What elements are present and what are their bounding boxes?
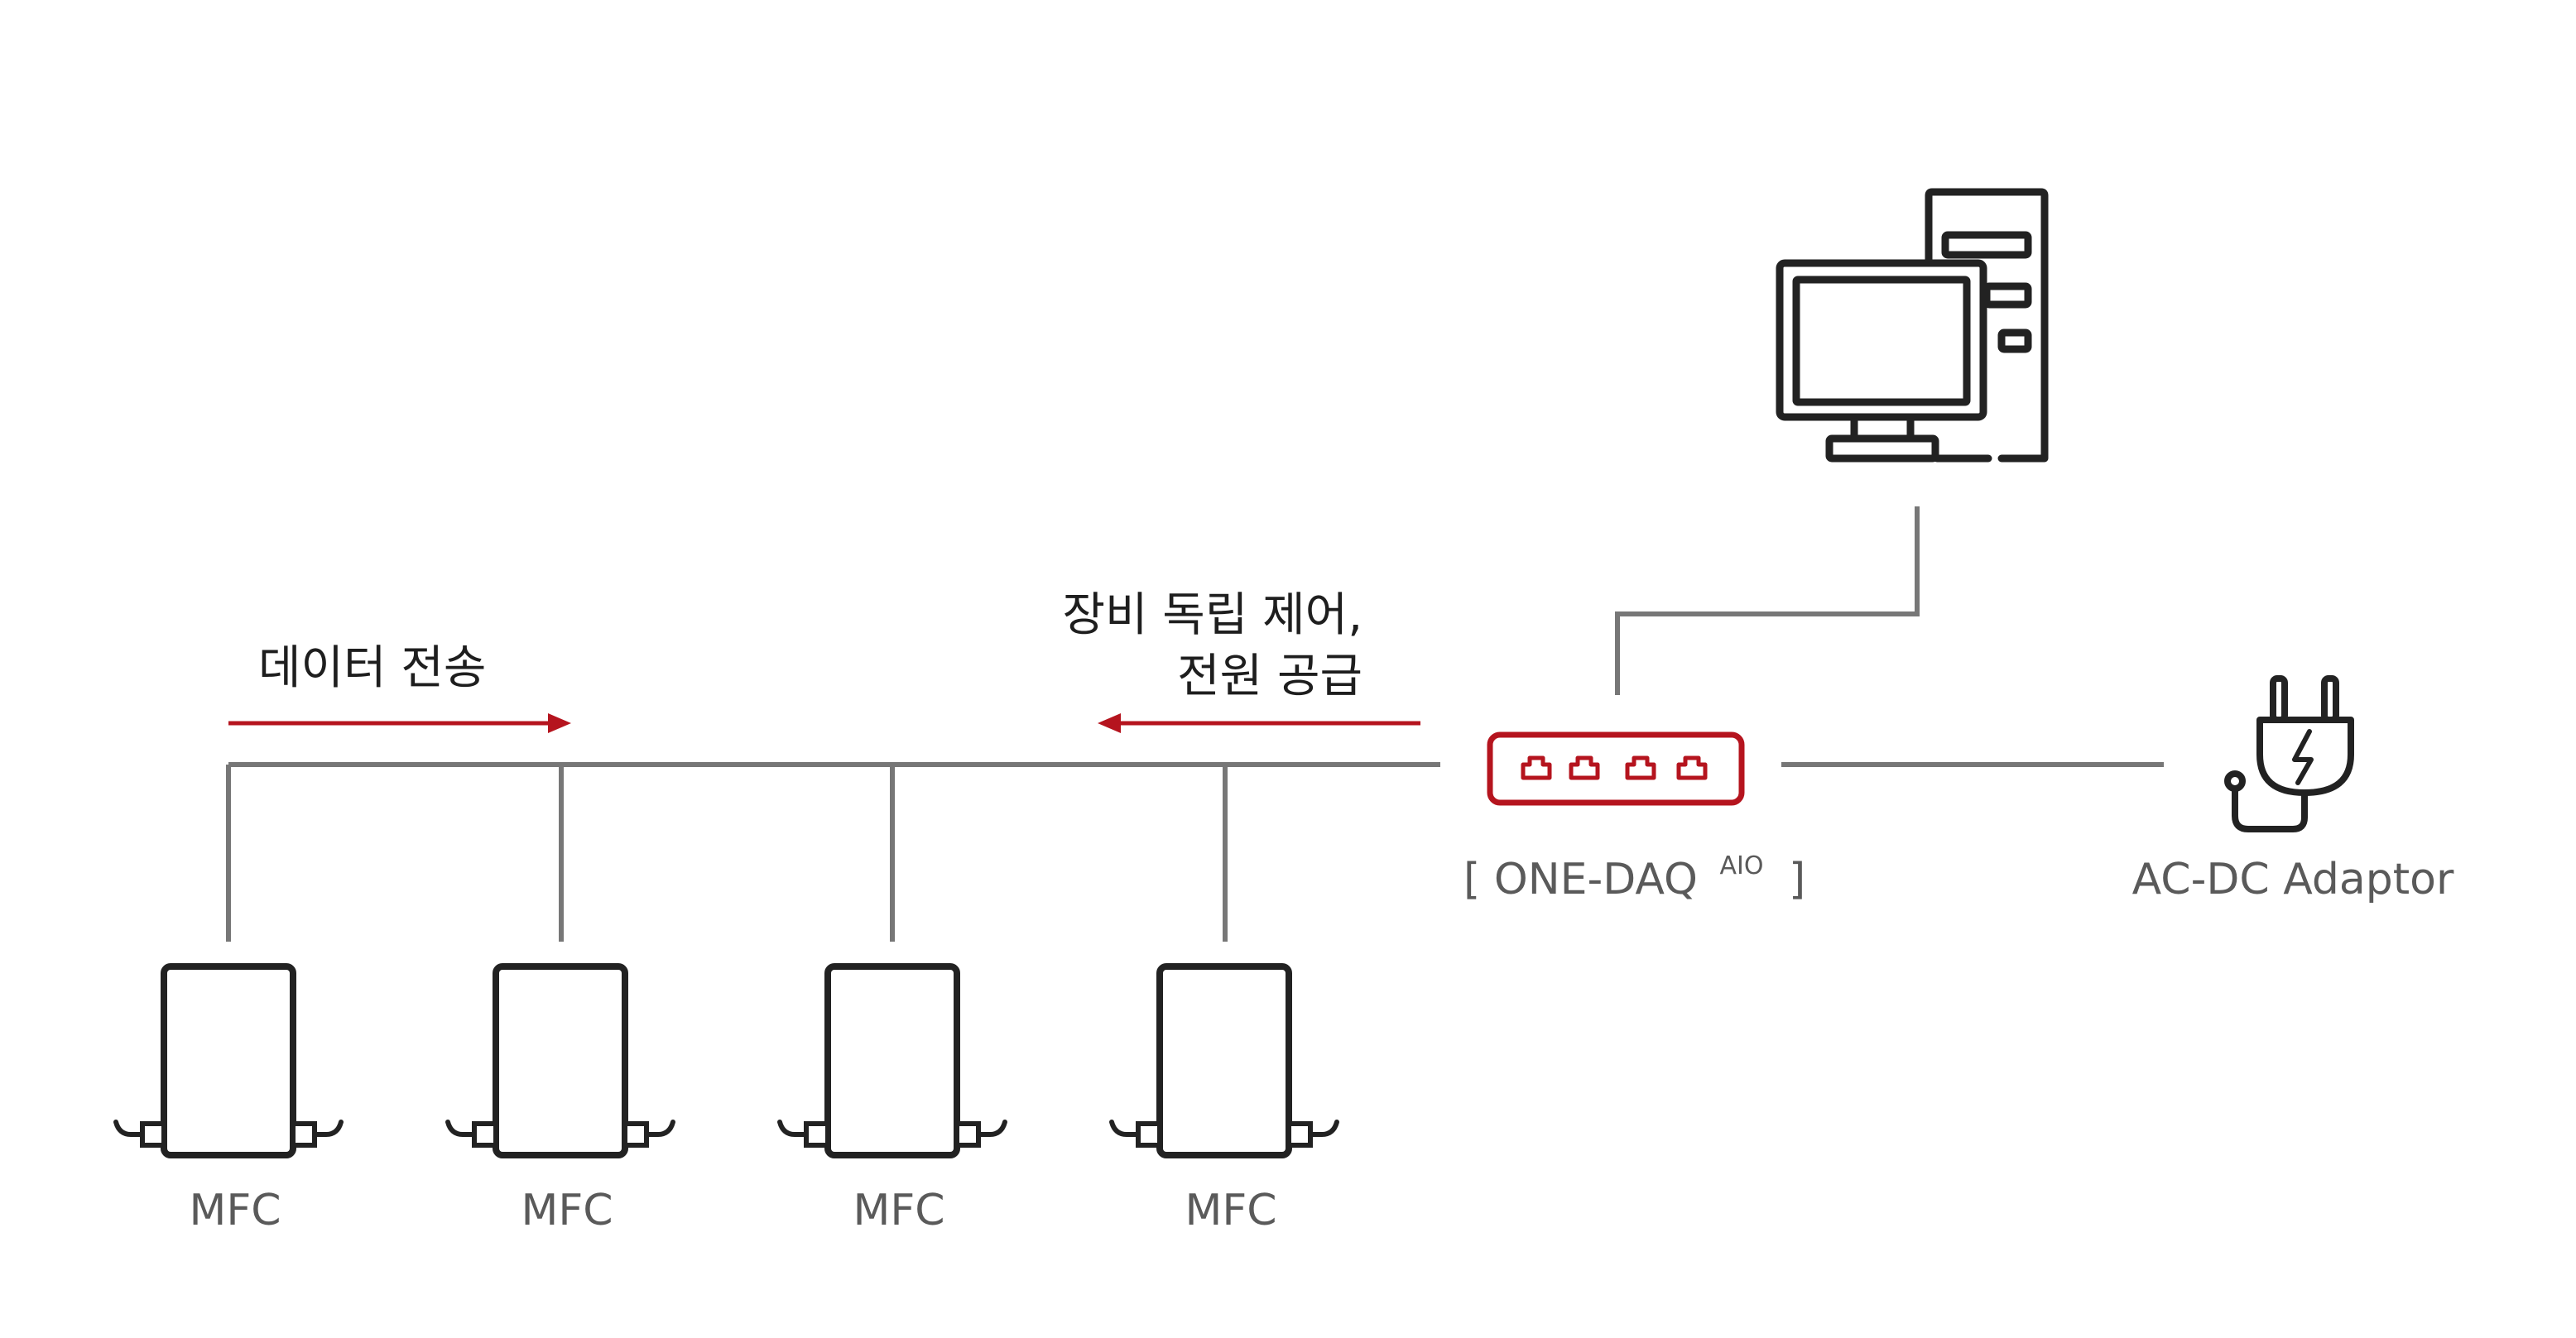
data-transfer-label: 데이터 전송 (258, 641, 486, 695)
computer-to-hub-line (1615, 506, 1920, 695)
mfc-device-icon: MFC (1109, 963, 1339, 1235)
mfc-inlet-pipe (445, 1120, 477, 1137)
mfc-outlet-fitting (1286, 1121, 1313, 1148)
control-label-line1: 장비 독립 제어, (1062, 588, 1362, 642)
mfc-outlet-pipe (976, 1120, 1007, 1137)
mfc-outlet-pipe (312, 1120, 344, 1137)
mfc-inlet-fitting (472, 1121, 498, 1148)
mfc-body (1156, 963, 1292, 1158)
hub-port-3-icon (1625, 755, 1656, 780)
mfc-label: MFC (853, 1186, 944, 1235)
hub-label-close: ] (1789, 855, 1805, 904)
control-label-line2: 전원 공급 (1177, 650, 1362, 703)
mfc-inlet-fitting (140, 1121, 166, 1148)
ethernet-hub-icon (1487, 731, 1745, 806)
mfc-label: MFC (1185, 1186, 1276, 1235)
mfc-outlet-fitting (291, 1121, 317, 1148)
mfc-outlet-pipe (644, 1120, 675, 1137)
power-plug-icon (2224, 675, 2354, 832)
hub-label: [ ONE-DAQ AIO ] (1463, 835, 1805, 904)
hub-label-name: [ ONE-DAQ (1463, 855, 1698, 904)
mfc-inlet-pipe (777, 1120, 809, 1137)
mfc-device-group: MFC MFC MFC MFC (113, 963, 1339, 1235)
hub-port-2-icon (1569, 755, 1600, 780)
adaptor-label: AC-DC Adaptor (2132, 855, 2454, 904)
mfc-outlet-fitting (622, 1121, 649, 1148)
hub-label-superscript: AIO (1720, 851, 1764, 880)
mfc-device-icon: MFC (777, 963, 1007, 1235)
mfc-outlet-fitting (954, 1121, 981, 1148)
mfc-label: MFC (189, 1186, 281, 1235)
mfc-inlet-fitting (1136, 1121, 1162, 1148)
connection-lines (226, 506, 2164, 942)
mfc-body (493, 963, 628, 1158)
hub-port-1-icon (1521, 755, 1552, 780)
data-transfer-arrow (228, 713, 571, 733)
mfc-device-icon: MFC (113, 963, 344, 1235)
mfc-inlet-fitting (804, 1121, 830, 1148)
hub-port-4-icon (1676, 755, 1708, 780)
mfc-label: MFC (521, 1186, 613, 1235)
desktop-computer-icon (1776, 188, 2049, 463)
mfc-body (161, 963, 296, 1158)
mfc-device-icon: MFC (445, 963, 675, 1235)
control-power-arrow (1098, 713, 1420, 733)
mfc-body (824, 963, 960, 1158)
mfc-inlet-pipe (113, 1120, 145, 1137)
mfc-outlet-pipe (1308, 1120, 1339, 1137)
mfc-inlet-pipe (1109, 1120, 1141, 1137)
